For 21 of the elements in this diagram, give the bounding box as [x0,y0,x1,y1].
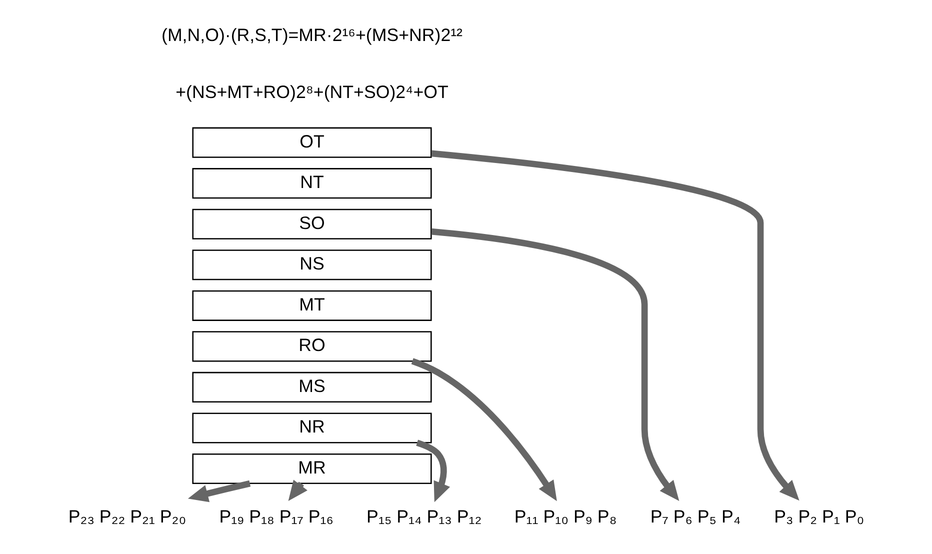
arrow [187,480,250,502]
node-text: P₁₁ P₁₀ P₉ P₈ [514,506,616,527]
node-box: MR [192,453,432,484]
node-box: SO [192,208,432,240]
node-box: MT [192,290,432,321]
node-text: P₁₅ P₁₄ P₁₃ P₁₂ [366,506,482,527]
node-box: NT [192,168,432,199]
node-box: NR [192,412,432,444]
node-box: RO [192,331,432,362]
arrow [410,358,556,502]
label: (M,N,O)·(R,S,T)=MR·2¹⁶+(MS+NR)2¹² [161,24,462,45]
label: +(NS+MT+RO)2⁸+(NT+SO)2⁴+OT [175,82,448,102]
arrow [430,150,799,501]
node-text: P₂₃ P₂₂ P₂₁ P₂₀ [68,506,186,527]
node-box: OT [192,127,432,158]
node-text: P₃ P₂ P₁ P₀ [774,506,864,527]
node-text: P₇ P₆ P₅ P₄ [650,506,740,527]
node-text: P₁₉ P₁₈ P₁₇ P₁₆ [218,506,333,527]
node-box: NS [192,250,432,280]
arrow [430,228,679,502]
node-box: MS [192,372,432,402]
